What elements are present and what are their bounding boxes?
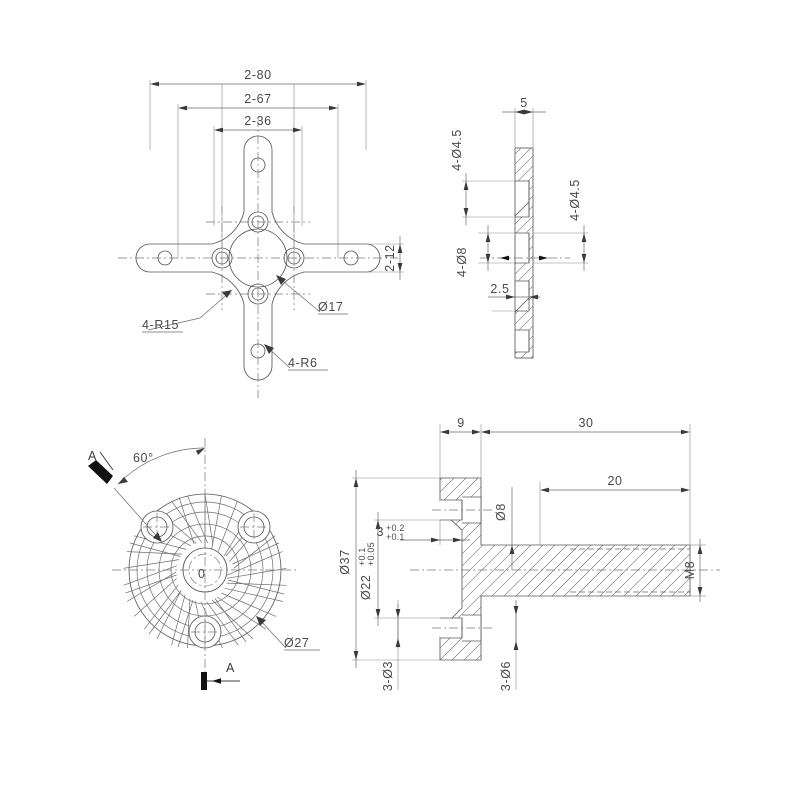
leader-outer-radius: 4-R15 xyxy=(142,290,232,333)
dim-label-plate-step: 2.5 xyxy=(490,282,509,296)
dim-label-outer-pitch: 2-67 xyxy=(244,92,271,106)
plate-body xyxy=(514,147,534,359)
leader-center-bore: Ø17 xyxy=(276,275,348,315)
dim-vertical-pitch: 2-12 xyxy=(366,236,404,280)
leader-rotor-diameter: Ø27 xyxy=(256,616,320,651)
dim-plate-step: 2.5 xyxy=(488,282,540,312)
dim-small-holes: 3-Ø3 xyxy=(381,600,401,691)
dim-overall-width: 2-80 xyxy=(149,68,367,258)
dim-flange-diameter: Ø37 xyxy=(338,470,440,668)
dim-label-counterbores: 3-Ø6 xyxy=(499,661,513,691)
dim-label-bore-left: 4-Ø8 xyxy=(455,247,469,277)
rotor-circular-view: 0 60° A A Ø27 xyxy=(88,438,320,690)
dim-label-shaft-diameter: Ø8 xyxy=(494,503,508,521)
dim-label-counterbore-right: 4-Ø4.5 xyxy=(568,179,582,221)
dim-label-thread-length: 20 xyxy=(607,474,622,488)
rotor-bolt-holes xyxy=(140,510,271,649)
angle-label: 60° xyxy=(133,451,154,465)
leader-label-arm-radius: 4-R6 xyxy=(288,356,318,370)
dim-label-vertical-pitch: 2-12 xyxy=(383,244,397,271)
section-label-a-bottom: A xyxy=(226,661,235,675)
dim-pilot-diameter: Ø22 +0.1 +0.05 xyxy=(357,512,440,626)
dim-label-plate-thickness: 5 xyxy=(520,96,528,110)
dim-label-shaft-length: 30 xyxy=(578,416,593,430)
section-label-a-top: A xyxy=(88,449,97,463)
dim-thread-spec: M8 xyxy=(683,539,706,602)
center-arrow-left xyxy=(500,255,509,261)
leader-label-center-bore: Ø17 xyxy=(318,300,343,314)
flange-bore-pockets xyxy=(432,496,495,642)
dim-label-small-holes: 3-Ø3 xyxy=(381,661,395,691)
dim-outer-pitch: 2-67 xyxy=(177,92,339,258)
dim-counterbores: 3-Ø6 xyxy=(499,600,519,691)
angle-annotation: 60° xyxy=(113,447,206,542)
section-marker-a-bottom: A xyxy=(201,661,240,690)
dim-label-inner-pitch: 2-36 xyxy=(244,114,271,128)
dim-flange-thickness: 9 xyxy=(439,416,482,478)
dim-label-boss-tol-lower: +0.1 xyxy=(386,532,405,542)
dim-thread-length: 20 xyxy=(539,474,690,545)
dim-counterbore-top: 4-Ø4.5 xyxy=(450,129,515,225)
dim-counterbore-right: 4-Ø4.5 xyxy=(533,179,588,271)
dim-label-pilot-tol-upper: +0.1 xyxy=(357,547,367,566)
dim-label-boss-thickness: 3 xyxy=(376,525,384,539)
dim-shaft-diameter: Ø8 xyxy=(494,487,515,570)
leader-arm-radius: 4-R6 xyxy=(264,344,328,371)
dim-boss-thickness: 3 +0.2 +0.1 xyxy=(376,520,470,548)
dim-bore-left: 4-Ø8 xyxy=(455,225,515,277)
cross-mount-front-view: 2-80 2-67 2-36 xyxy=(118,68,404,398)
dim-label-boss-tol-upper: +0.2 xyxy=(386,523,405,533)
dim-label-flange-diameter: Ø37 xyxy=(338,549,352,574)
dim-shaft-length: 30 xyxy=(481,416,691,545)
dim-label-counterbore-top: 4-Ø4.5 xyxy=(450,129,464,171)
cross-outline xyxy=(135,135,381,381)
dim-plate-thickness: 5 xyxy=(502,96,546,148)
dim-label-pilot-diameter: Ø22 xyxy=(359,575,373,600)
dim-inner-pitch: 2-36 xyxy=(213,114,303,226)
leader-label-outer-radius: 4-R15 xyxy=(142,318,179,332)
dim-label-overall-width: 2-80 xyxy=(244,68,271,82)
dim-label-pilot-tol-lower: +0.05 xyxy=(366,542,376,566)
dim-label-thread-spec: M8 xyxy=(683,561,697,580)
section-marker-a-top: A xyxy=(88,449,114,484)
leader-label-rotor-diameter: Ø27 xyxy=(284,636,309,650)
plate-side-section-view: 5 2.5 4-Ø4.5 4-Ø4.5 xyxy=(450,96,588,359)
dim-label-flange-thickness: 9 xyxy=(457,416,465,430)
center-arrow-right xyxy=(539,255,548,261)
shaft-thread-lines xyxy=(570,548,690,593)
rotor-center-label: 0 xyxy=(198,567,206,581)
